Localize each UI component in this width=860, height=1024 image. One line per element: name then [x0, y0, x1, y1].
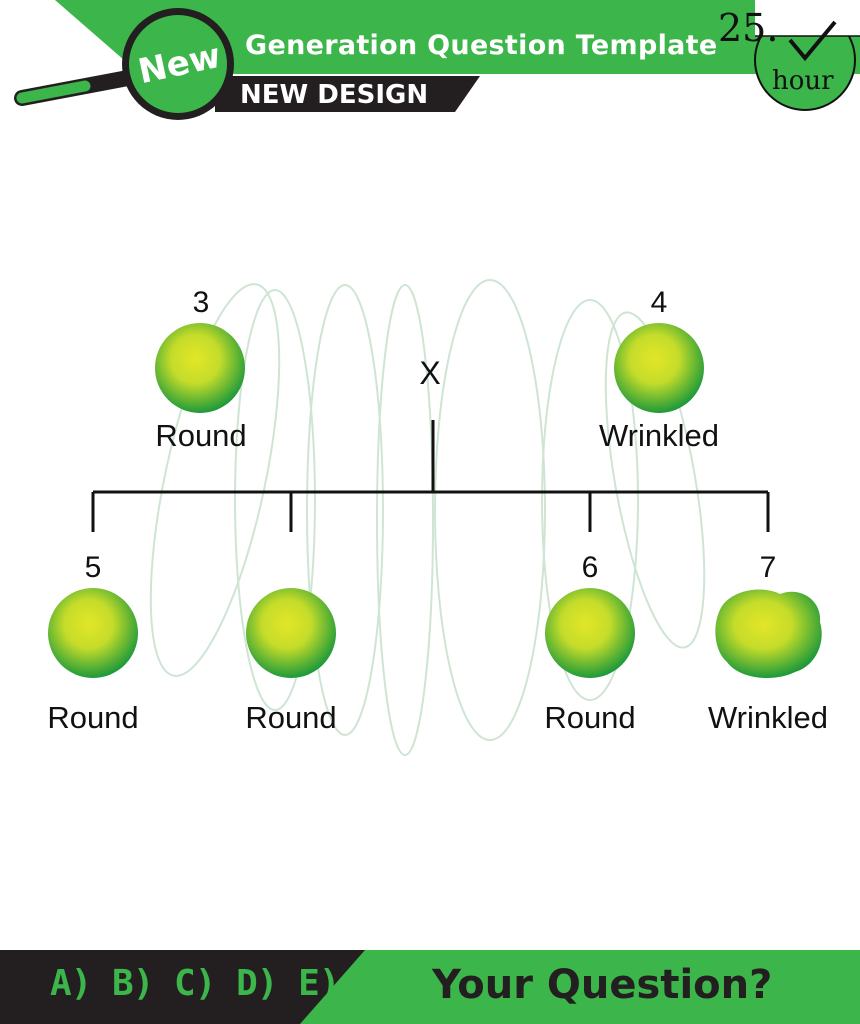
magnifier-handle — [16, 80, 91, 104]
footer-answers-band — [0, 950, 365, 1024]
cross-symbol: X — [419, 355, 441, 391]
parent-3-label: Round — [155, 418, 247, 453]
offspring-6-pea — [545, 588, 635, 678]
offspring-7-label: Wrinkled — [707, 700, 829, 735]
timer-unit: hour — [772, 66, 834, 96]
page-title: Generation Question Template — [245, 30, 718, 61]
parent-3-number: 3 — [192, 286, 210, 319]
header: New Generation Question Template NEW DES… — [0, 0, 860, 120]
offspring-5-number: 5 — [84, 551, 102, 584]
timer-number: 25. — [718, 6, 779, 50]
header-graphic — [14, 0, 860, 120]
parent-4-pea — [614, 323, 704, 413]
offspring-5-label: Round — [47, 700, 139, 735]
pedigree-lines — [91, 420, 770, 532]
parent-4-label: Wrinkled — [598, 418, 720, 453]
footer-question-band — [300, 950, 860, 1024]
offspring-6-label: Round — [544, 700, 636, 735]
answer-choices: A) B) C) D) E) — [50, 963, 340, 1004]
offspring-7-wrinkled-pea — [715, 589, 822, 678]
title-band — [55, 0, 860, 74]
offspring-unnumbered-label: Round — [245, 700, 337, 735]
offspring-6-number: 6 — [581, 551, 599, 584]
question-prompt: Your Question? — [432, 962, 773, 1008]
parent-3-pea — [155, 323, 245, 413]
page-subtitle: NEW DESIGN — [240, 80, 429, 110]
parent-4-number: 4 — [650, 286, 668, 319]
offspring-5-pea — [48, 588, 138, 678]
subtitle-band — [215, 76, 480, 112]
biology-watermark — [149, 279, 706, 756]
offspring-round-pea — [246, 588, 336, 678]
checkmark-icon — [788, 20, 837, 62]
offspring-7-number: 7 — [759, 551, 777, 584]
